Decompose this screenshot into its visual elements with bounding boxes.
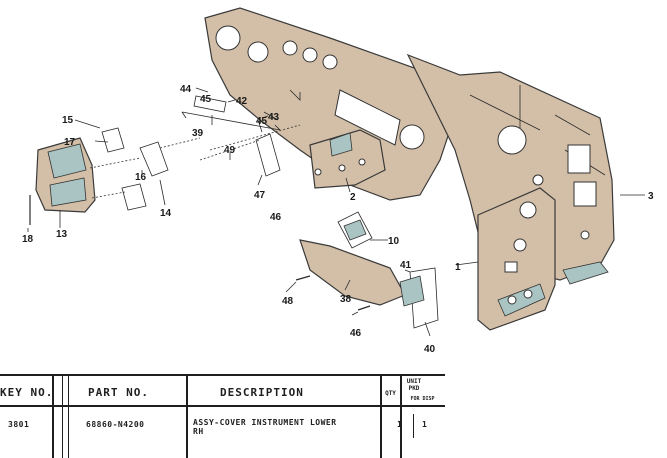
header-for-disp: FOR DISP <box>410 396 435 402</box>
header-description: DESCRIPTION <box>220 386 304 399</box>
row-qty: 1 <box>397 420 403 429</box>
callout-2: 2 <box>350 192 356 203</box>
callout-43: 43 <box>268 112 280 123</box>
column-divider <box>52 376 54 458</box>
parts-exploded-diagram: 1 2 3 10 13 14 15 16 17 18 39 40 41 42 4… <box>22 7 654 355</box>
column-divider <box>68 376 69 458</box>
callout-1: 1 <box>455 262 461 273</box>
callout-44: 44 <box>180 84 192 95</box>
row-unit: 1 <box>422 420 428 429</box>
table-top-rule <box>0 374 445 376</box>
callout-48: 48 <box>282 296 294 307</box>
column-divider <box>62 376 63 458</box>
callout-17: 17 <box>64 137 76 148</box>
lower-brackets <box>295 211 439 329</box>
callout-45a: 45 <box>200 94 212 105</box>
parts-table: KEY NO. PART NO. DESCRIPTION QTY UNIT PK… <box>0 372 667 458</box>
row-description: ASSY-COVER INSTRUMENT LOWER <box>193 418 337 427</box>
callout-15: 15 <box>62 115 74 126</box>
column-divider <box>380 376 382 458</box>
callout-46b: 46 <box>270 212 282 223</box>
upper-brackets <box>181 95 301 177</box>
cluster-bezel-assembly <box>29 127 201 225</box>
header-unit-pkd: UNIT PKD <box>406 378 422 392</box>
callout-39: 39 <box>192 128 204 139</box>
callout-labels: 1 2 3 10 13 14 15 16 17 18 39 40 41 42 4… <box>22 84 654 355</box>
callout-42: 42 <box>236 96 248 107</box>
row-part-no: 68860-N4200 <box>86 420 145 429</box>
callout-14: 14 <box>160 208 172 219</box>
table-header-rule <box>0 405 445 407</box>
callout-40: 40 <box>424 344 436 355</box>
callout-3: 3 <box>648 191 654 202</box>
callout-47: 47 <box>254 190 266 201</box>
callout-13: 13 <box>56 229 68 240</box>
column-divider <box>400 376 402 458</box>
callout-49: 49 <box>224 145 236 156</box>
column-divider <box>413 414 414 438</box>
callout-45b: 45 <box>256 116 268 127</box>
header-key-no: KEY NO. <box>0 386 54 399</box>
header-qty: QTY <box>385 390 396 397</box>
callout-46a: 46 <box>350 328 362 339</box>
column-divider <box>186 376 188 458</box>
callout-38: 38 <box>340 294 352 305</box>
callout-16: 16 <box>135 172 147 183</box>
callout-41: 41 <box>400 260 412 271</box>
callout-18: 18 <box>22 234 34 245</box>
header-part-no: PART NO. <box>88 386 149 399</box>
row-key-no: 3801 <box>8 420 30 429</box>
row-description-continued: RH <box>193 427 204 436</box>
callout-10: 10 <box>388 236 400 247</box>
instrument-panel-assembly <box>204 7 615 331</box>
